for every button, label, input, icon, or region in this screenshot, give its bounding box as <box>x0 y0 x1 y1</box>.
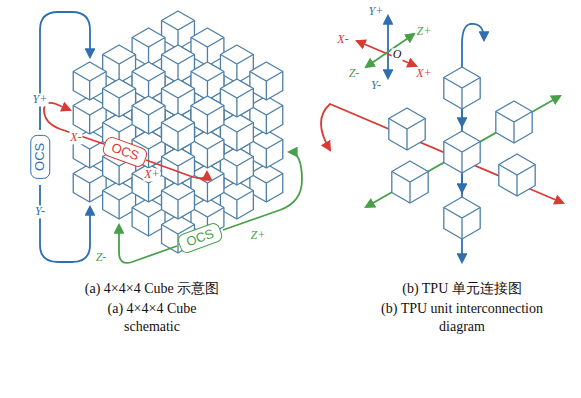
y-link <box>461 174 463 192</box>
ocs-box: OCS <box>30 135 50 179</box>
axis-label: Z+ <box>250 229 267 242</box>
cube <box>220 113 253 151</box>
node-text: OCS <box>32 143 47 171</box>
axis-label: Y- <box>34 205 46 218</box>
cube <box>191 164 224 202</box>
y-loop <box>40 12 90 130</box>
cube <box>250 164 283 202</box>
axis-label: Z- <box>348 67 361 80</box>
cube <box>191 130 224 168</box>
cube <box>220 147 253 185</box>
cube <box>162 79 195 117</box>
axis-label: X- <box>69 131 82 144</box>
axis-label: Y+ <box>32 93 49 106</box>
cube <box>103 45 136 83</box>
cube <box>191 130 224 168</box>
cube <box>392 161 428 203</box>
cube <box>162 181 195 219</box>
cube <box>220 79 253 117</box>
figure-caption: (b) TPU unit interconnection diagram <box>359 300 566 335</box>
z-axis <box>366 34 414 67</box>
cube <box>162 11 195 49</box>
cube <box>389 108 425 150</box>
cube <box>250 62 283 100</box>
cube <box>444 131 480 173</box>
cube <box>103 79 136 117</box>
cube <box>220 45 253 83</box>
cube <box>250 96 283 134</box>
cube <box>191 62 224 100</box>
origin-label: O <box>392 48 403 61</box>
cube <box>73 164 106 202</box>
cube-lattice <box>73 11 283 253</box>
z-link <box>366 96 560 207</box>
cube <box>162 181 195 219</box>
tpu-links <box>321 24 563 262</box>
cube <box>191 62 224 100</box>
cube <box>444 67 480 109</box>
cube <box>191 96 224 134</box>
cube <box>162 147 195 185</box>
cube <box>220 113 253 151</box>
axis-label: X+ <box>143 168 160 181</box>
tpu-units <box>389 67 535 239</box>
cube <box>132 62 165 100</box>
cube <box>496 101 532 143</box>
cube <box>191 96 224 134</box>
cube <box>132 96 165 134</box>
cube <box>132 96 165 134</box>
axis-label: Z+ <box>416 25 433 38</box>
cube <box>132 198 165 236</box>
cube <box>191 130 224 168</box>
cube <box>162 79 195 117</box>
z-loop <box>119 225 177 263</box>
cube <box>220 147 253 185</box>
axes <box>357 16 416 78</box>
cube <box>162 79 195 117</box>
x-loop <box>44 103 104 144</box>
cube <box>250 130 283 168</box>
y-link <box>462 24 484 44</box>
cube <box>132 96 165 134</box>
y-axis <box>387 16 389 78</box>
axis-label: Y+ <box>368 5 385 18</box>
figure-caption: (b) TPU 单元连接图 <box>361 280 563 298</box>
ocs-loops <box>40 12 302 263</box>
cube <box>73 62 106 100</box>
cube <box>132 62 165 100</box>
figure-caption: (a) 4×4×4 Cube schematic <box>86 300 218 335</box>
cube <box>162 147 195 185</box>
cube <box>162 113 195 151</box>
cube <box>162 45 195 83</box>
cube <box>162 113 195 151</box>
cube <box>73 96 106 134</box>
cube <box>162 45 195 83</box>
cube <box>162 147 195 185</box>
cube <box>132 164 165 202</box>
figure-caption: (a) 4×4×4 Cube 示意图 <box>51 280 253 298</box>
cube <box>103 181 136 219</box>
cube <box>132 28 165 66</box>
cube <box>103 79 136 117</box>
axis-label: Z- <box>95 251 108 264</box>
axis-label: X- <box>336 33 349 46</box>
y-loop <box>40 185 90 262</box>
axis-label: X+ <box>415 67 432 80</box>
cube <box>191 96 224 134</box>
cube <box>220 181 253 219</box>
cube <box>162 113 195 151</box>
cube <box>132 164 165 202</box>
cube <box>162 113 195 151</box>
z-loop <box>223 152 302 230</box>
cube <box>444 197 480 239</box>
cube <box>191 28 224 66</box>
cube <box>220 79 253 117</box>
axis-label: Y- <box>370 79 382 92</box>
cube <box>191 164 224 202</box>
cube <box>499 154 535 196</box>
